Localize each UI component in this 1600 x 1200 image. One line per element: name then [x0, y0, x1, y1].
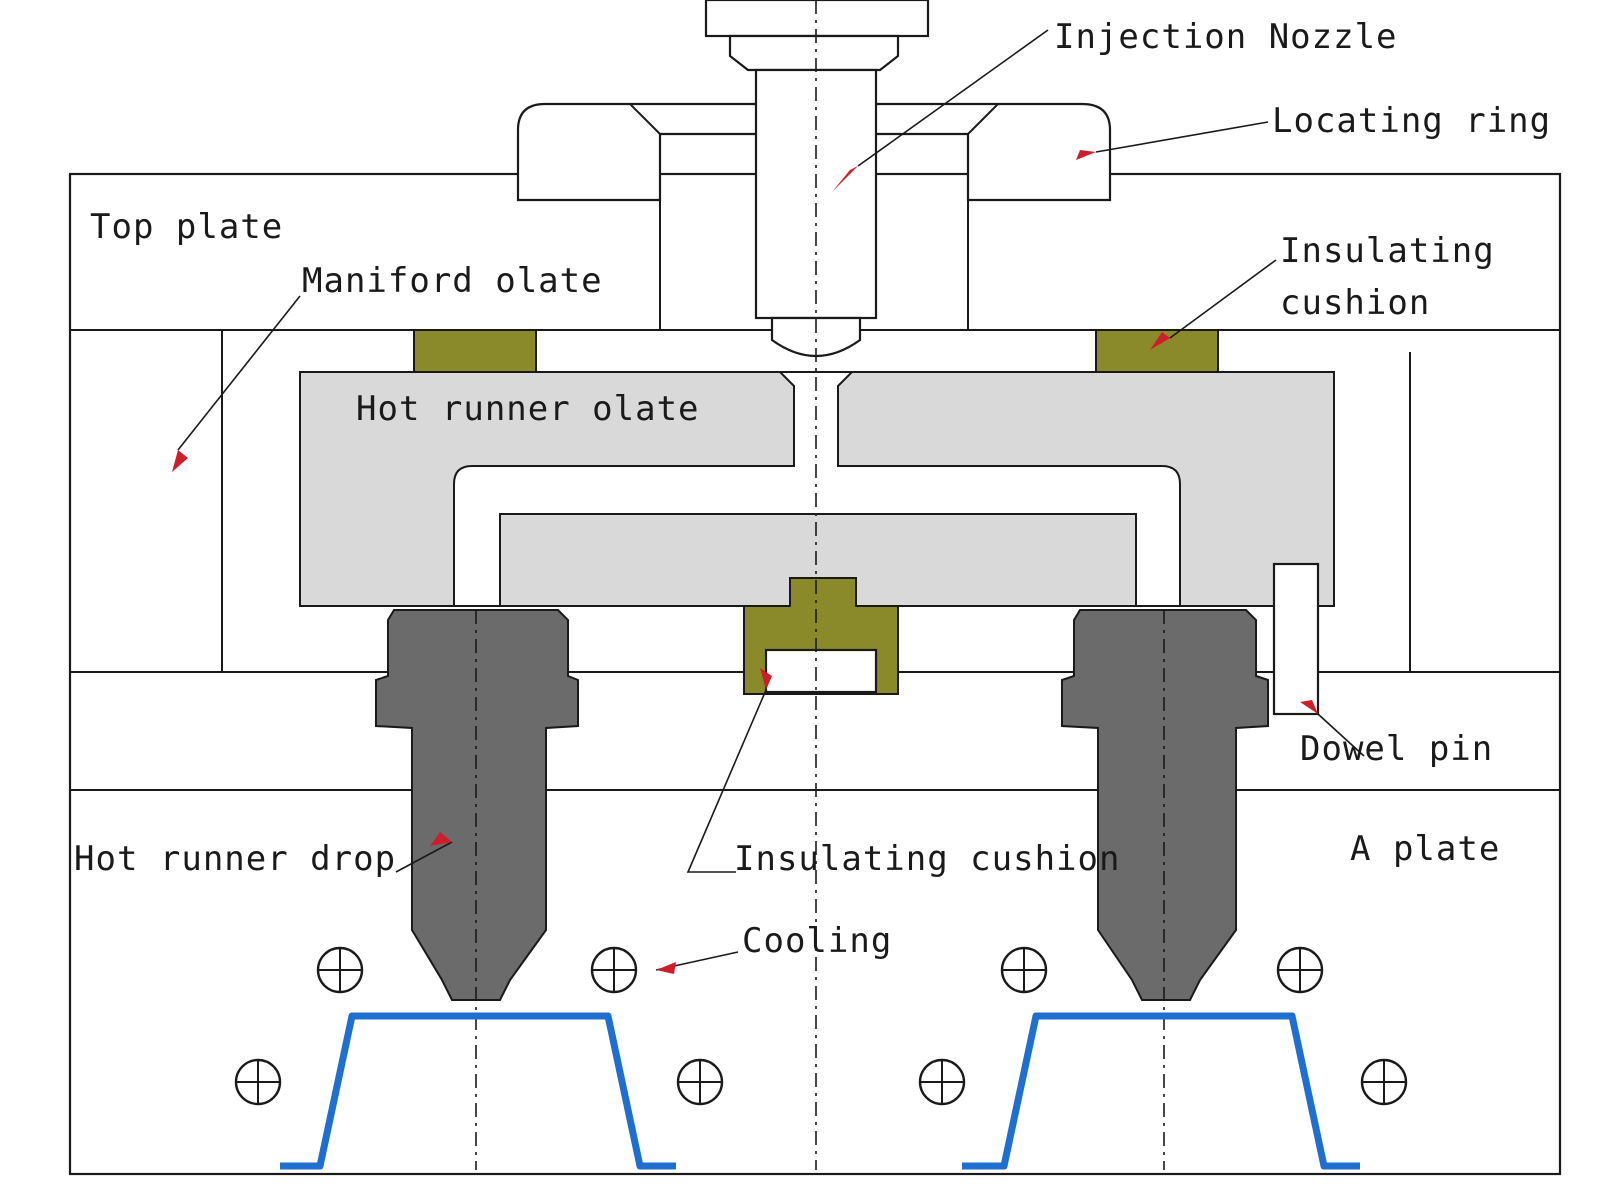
nozzle-head	[704, 0, 930, 38]
arrowhead	[760, 668, 772, 690]
nozzle-tip	[770, 316, 862, 357]
leader-dowel-pin	[1317, 713, 1365, 757]
label-top-plate: Top plate	[90, 207, 283, 247]
label-locating-ring: Locating ring	[1272, 101, 1551, 141]
label-injection-nozzle: Injection Nozzle	[1054, 17, 1398, 57]
label-insulating-cushion-mid: Insulating cushion	[734, 839, 1120, 879]
leader-manifold-plate	[177, 295, 301, 451]
arrowhead	[430, 832, 452, 846]
insulating-cushion-center-recess	[764, 648, 878, 694]
label-insulating-cushion-top-1: Insulating	[1280, 231, 1495, 271]
arrowhead	[172, 450, 188, 472]
leader-hot-runner-drop	[395, 841, 453, 873]
hot-runner-drop-right	[1061, 609, 1269, 1001]
cooling-channels	[234, 946, 1408, 1106]
arrowhead	[1076, 150, 1096, 160]
nozzle-collar	[728, 34, 900, 72]
arrowhead	[656, 962, 676, 974]
leader-locating-ring	[1095, 121, 1269, 153]
label-cooling: Cooling	[742, 921, 892, 961]
label-insulating-cushion-top-2: cushion	[1280, 283, 1430, 323]
leader-insulating-top	[1169, 259, 1277, 339]
hot-runner-plate	[299, 371, 1335, 607]
label-dowel-pin: Dowel pin	[1300, 729, 1493, 769]
arrowhead	[1150, 332, 1170, 350]
locating-ring-bevel-right	[967, 103, 999, 135]
leader-insulating-mid	[686, 689, 767, 873]
leader-injection-nozzle	[857, 29, 1049, 167]
dowel-pin	[1272, 562, 1320, 716]
arrowhead	[1300, 700, 1318, 714]
label-manifold-plate: Maniford olate	[302, 261, 603, 301]
label-hot-runner-drop: Hot runner drop	[74, 839, 396, 879]
insulating-cushion-top-left	[413, 329, 537, 373]
hot-runner-drop-left	[375, 609, 579, 1001]
molded-part-right	[962, 1012, 1360, 1170]
arrowhead	[832, 166, 858, 192]
arrowheads	[172, 150, 1318, 974]
insulating-cushion-top-right	[1095, 329, 1219, 373]
label-a-plate: A plate	[1350, 829, 1500, 869]
locating-ring-bevel-left	[629, 103, 661, 135]
molded-part-left	[280, 1012, 676, 1170]
label-hot-runner-plate: Hot runner olate	[356, 389, 700, 429]
locating-ring	[516, 102, 1112, 202]
